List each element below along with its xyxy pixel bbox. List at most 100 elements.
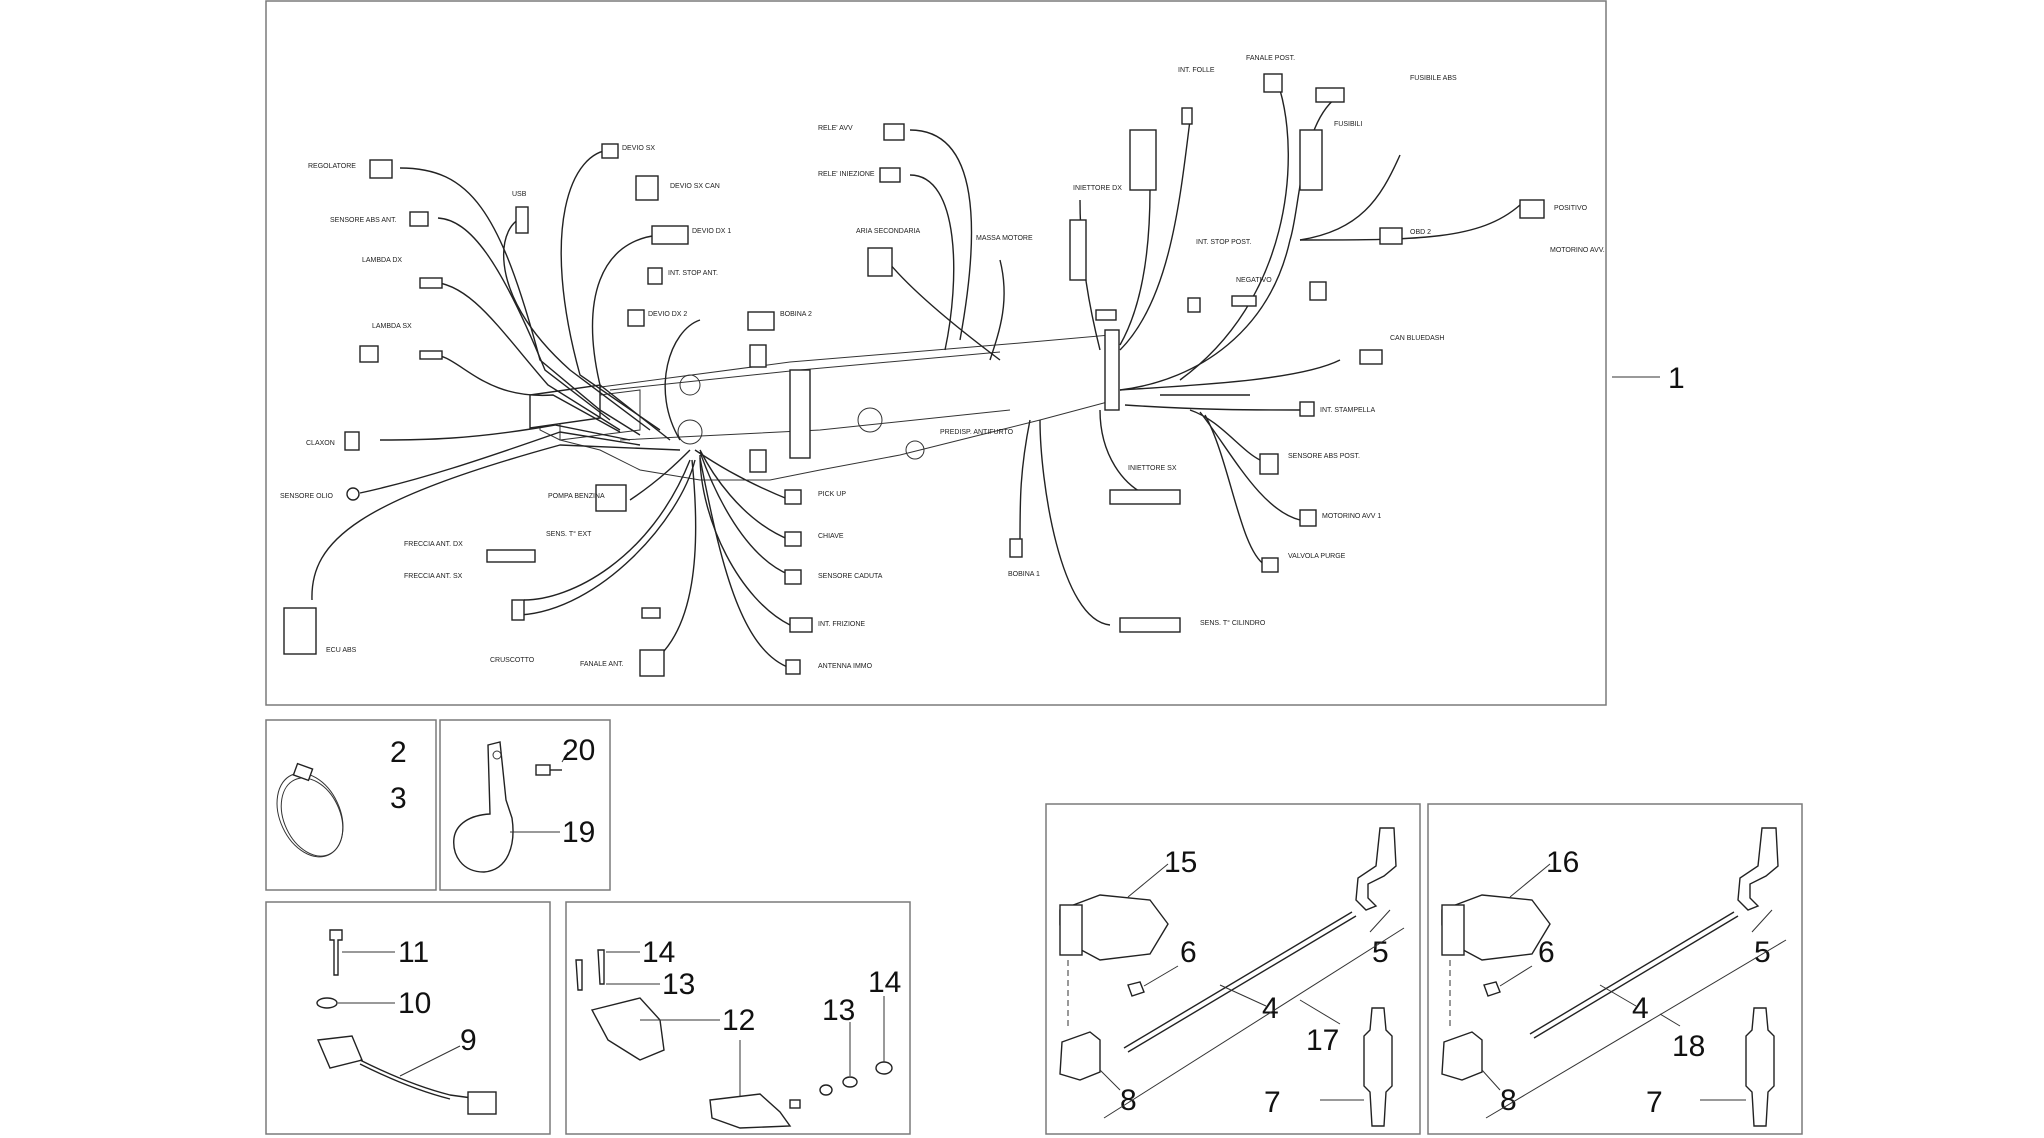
label-motorino-avv-1: MOTORINO AVV 1: [1322, 513, 1381, 520]
cable-tie-band: [276, 772, 344, 858]
label-lambda-sx: LAMBDA SX: [372, 323, 412, 330]
callout-7-b: 7: [1646, 1086, 1663, 1119]
callout-9: 9: [460, 1024, 477, 1057]
label-fanale-ant: FANALE ANT.: [580, 661, 624, 668]
label-claxon: CLAXON: [306, 440, 335, 447]
plug-boot-right: [1441, 1031, 1483, 1081]
cable-bracket: [453, 741, 514, 873]
panel-bracket-frame: [439, 719, 611, 891]
label-regolatore: REGOLATORE: [308, 163, 356, 170]
label-sens-t-cilindro: SENS. T° CILINDRO: [1200, 619, 1266, 627]
harness-chassis: [529, 329, 1120, 481]
label-ecu-abs: ECU ABS: [326, 647, 357, 654]
label-iniettore-sx: INIETTORE SX: [1128, 465, 1177, 472]
label-int-stop-ant: INT. STOP ANT.: [668, 270, 718, 277]
callout-13-a: 13: [662, 968, 695, 1001]
callout-17: 17: [1306, 1024, 1339, 1057]
sensor-washer: [316, 997, 338, 1009]
regolatore-connector: [369, 159, 393, 179]
panel-sensor-frame: [265, 901, 551, 1135]
spark-plug-left: [1363, 1007, 1393, 1127]
harness-connectors: [283, 73, 1545, 677]
label-cruscotto: CRUSCOTTO: [490, 657, 535, 664]
panel-coil-left: 15 6 5 4 8 17 7: [1045, 803, 1421, 1135]
label-lambda-dx: LAMBDA DX: [362, 257, 402, 264]
callout-19: 19: [562, 816, 595, 849]
harness-labels: REGOLATORE SENSORE ABS ANT. LAMBDA DX LA…: [280, 55, 1605, 670]
panel-clamp-frame: [265, 719, 437, 891]
callout-3: 3: [390, 782, 407, 815]
spark-cap-left: [1355, 827, 1397, 911]
label-motorino-avv: MOTORINO AVV.: [1550, 247, 1605, 254]
label-sensore-abs-ant: SENSORE ABS ANT.: [330, 217, 397, 224]
callout-4-b: 4: [1632, 992, 1649, 1025]
callout-18: 18: [1672, 1030, 1705, 1063]
panel-switch: 14 13 12 13 14: [565, 901, 911, 1135]
callout-4-a: 4: [1262, 992, 1279, 1025]
label-rele-avv: RELE' AVV: [818, 125, 853, 132]
callout-6-b: 6: [1538, 936, 1555, 969]
spark-plug-right: [1745, 1007, 1775, 1127]
label-sensore-olio: SENSORE OLIO: [280, 493, 333, 500]
callout-16: 16: [1546, 846, 1579, 879]
label-positivo: POSITIVO: [1554, 205, 1588, 212]
callout-14-a: 14: [642, 936, 675, 969]
label-int-folle: INT. FOLLE: [1178, 67, 1215, 74]
callout-13-b: 13: [822, 994, 855, 1027]
label-massa-motore: MASSA MOTORE: [976, 235, 1033, 242]
callout-8-b: 8: [1500, 1084, 1517, 1117]
panel-bracket: 20 19: [439, 719, 611, 891]
label-fusibili: FUSIBILI: [1334, 121, 1362, 128]
coil-nut-right: [1483, 981, 1501, 997]
label-pompa-benzina: POMPA BENZINA: [548, 493, 605, 500]
coil-nut-left: [1127, 981, 1145, 997]
label-fusibile-abs: FUSIBILE ABS: [1410, 75, 1457, 82]
callout-5-a: 5: [1372, 936, 1389, 969]
callout-10: 10: [398, 987, 431, 1020]
cable-tie-head: [292, 762, 314, 782]
label-chiave: CHIAVE: [818, 533, 844, 540]
callout-20: 20: [562, 734, 595, 767]
label-devio-sx-can: DEVIO SX CAN: [670, 183, 720, 190]
main-harness-panel: REGOLATORE SENSORE ABS ANT. LAMBDA DX LA…: [265, 0, 1685, 706]
label-int-frizione: INT. FRIZIONE: [818, 621, 865, 628]
label-rele-iniezione: RELE' INIEZIONE: [818, 171, 875, 178]
panel-clamp: 2 3: [265, 719, 437, 891]
callout-5-b: 5: [1754, 936, 1771, 969]
label-freccia-ant-sx: FRECCIA ANT. SX: [404, 573, 463, 580]
callout-8-a: 8: [1120, 1084, 1137, 1117]
bracket-screw: [535, 764, 551, 776]
label-sensore-caduta: SENSORE CADUTA: [818, 573, 883, 580]
panel-coil-right: 16 6 5 4 8 18 7: [1427, 803, 1803, 1135]
label-int-stampella: INT. STAMPELLA: [1320, 407, 1375, 414]
label-can-bluedash: CAN BLUEDASH: [1390, 335, 1444, 342]
ecu-abs-connector: [283, 607, 317, 655]
label-devio-dx1: DEVIO DX 1: [692, 228, 731, 235]
label-bobina-2: BOBINA 2: [780, 311, 812, 318]
label-antenna-immo: ANTENNA IMMO: [818, 663, 873, 670]
sensor-connector: [467, 1091, 497, 1115]
label-valvola-purge: VALVOLA PURGE: [1288, 553, 1346, 560]
label-bobina-1: BOBINA 1: [1008, 571, 1040, 578]
label-iniettore-dx: INIETTORE DX: [1073, 185, 1122, 192]
panel-coil-right-frame: [1427, 803, 1803, 1135]
panel-coil-left-frame: [1045, 803, 1421, 1135]
panel-switch-frame: [565, 901, 911, 1135]
harness-wires: [311, 89, 1521, 671]
callout-12: 12: [722, 1004, 755, 1037]
label-devio-sx: DEVIO SX: [622, 145, 655, 152]
switch-body: [709, 1093, 792, 1129]
plug-boot-left: [1059, 1031, 1101, 1081]
label-fanale-post: FANALE POST.: [1246, 55, 1295, 62]
label-sens-t-ext: SENS. T° EXT: [546, 530, 592, 538]
label-usb: USB: [512, 191, 527, 198]
label-devio-dx2: DEVIO DX 2: [648, 311, 687, 318]
harness-frame: [265, 0, 1607, 706]
iniettore-dx: [1129, 129, 1157, 191]
sensor-body: [316, 1035, 363, 1069]
panel-sensor: 11 10 9: [265, 901, 551, 1135]
label-pick-up: PICK UP: [818, 491, 846, 498]
switch-bracket: [590, 997, 665, 1061]
callout-14-b: 14: [868, 966, 901, 999]
